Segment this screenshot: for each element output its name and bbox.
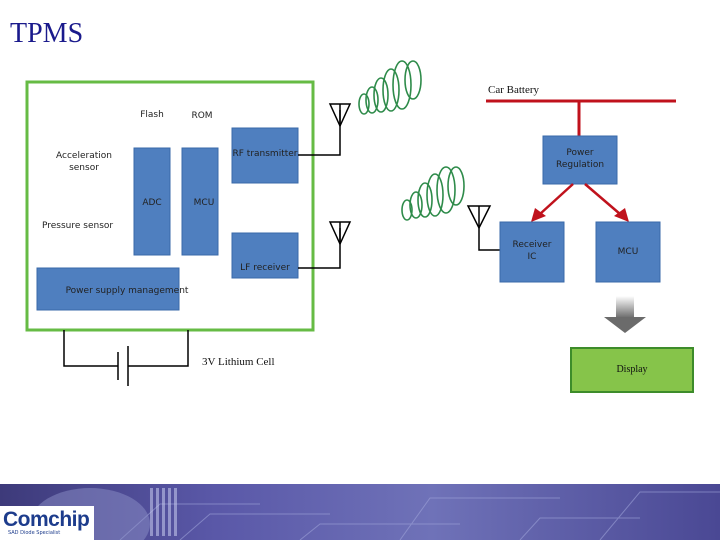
adc-label: ADC bbox=[142, 198, 162, 208]
arrow-to-receiver-icon bbox=[531, 208, 546, 222]
power-supply-management-label: Power supply management bbox=[65, 286, 189, 296]
receiver-ic-block bbox=[499, 221, 565, 283]
power-supply-block bbox=[36, 267, 180, 311]
logo-text: Comchip bbox=[3, 508, 90, 531]
acceleration-sensor-label: Acceleration sensor bbox=[56, 151, 112, 173]
comchip-logo: Comchip SAD Diode Specialist bbox=[0, 506, 94, 540]
mcu-block bbox=[181, 147, 219, 256]
pressure-sensor-label: Pressure sensor bbox=[42, 221, 114, 231]
logo-tagline: SAD Diode Specialist bbox=[8, 530, 61, 536]
receiver-mcu-label: MCU bbox=[617, 247, 639, 257]
rf-signal-coil-icon bbox=[358, 60, 422, 115]
lf-signal-coil-icon bbox=[401, 166, 465, 221]
rf-transmitter-label: RF transmitter bbox=[232, 149, 298, 159]
rom-label: ROM bbox=[191, 111, 213, 121]
mcu-label: MCU bbox=[193, 198, 215, 208]
footer-banner bbox=[0, 484, 720, 540]
circuit-pattern-icon bbox=[30, 488, 720, 540]
car-battery-label: Car Battery bbox=[488, 84, 540, 96]
flash-label: Flash bbox=[140, 110, 164, 120]
display-label: Display bbox=[616, 364, 648, 375]
page-title: TPMS bbox=[10, 18, 84, 49]
lf-receiver-block bbox=[231, 232, 299, 279]
receiver-mcu-block bbox=[595, 221, 661, 283]
power-regulation-label: Power Regulation bbox=[555, 148, 605, 170]
sensor-module-border bbox=[25, 80, 315, 332]
arrow-to-mcu-icon bbox=[614, 208, 629, 222]
receiver-ic-label: Receiver IC bbox=[512, 240, 552, 262]
adc-block bbox=[133, 147, 171, 256]
power-regulation-block bbox=[542, 135, 618, 185]
arrow-to-display-icon bbox=[604, 317, 646, 333]
lf-receiver-label: LF receiver bbox=[240, 263, 290, 273]
display-block bbox=[570, 347, 694, 393]
battery-label: 3V Lithium Cell bbox=[202, 356, 275, 368]
